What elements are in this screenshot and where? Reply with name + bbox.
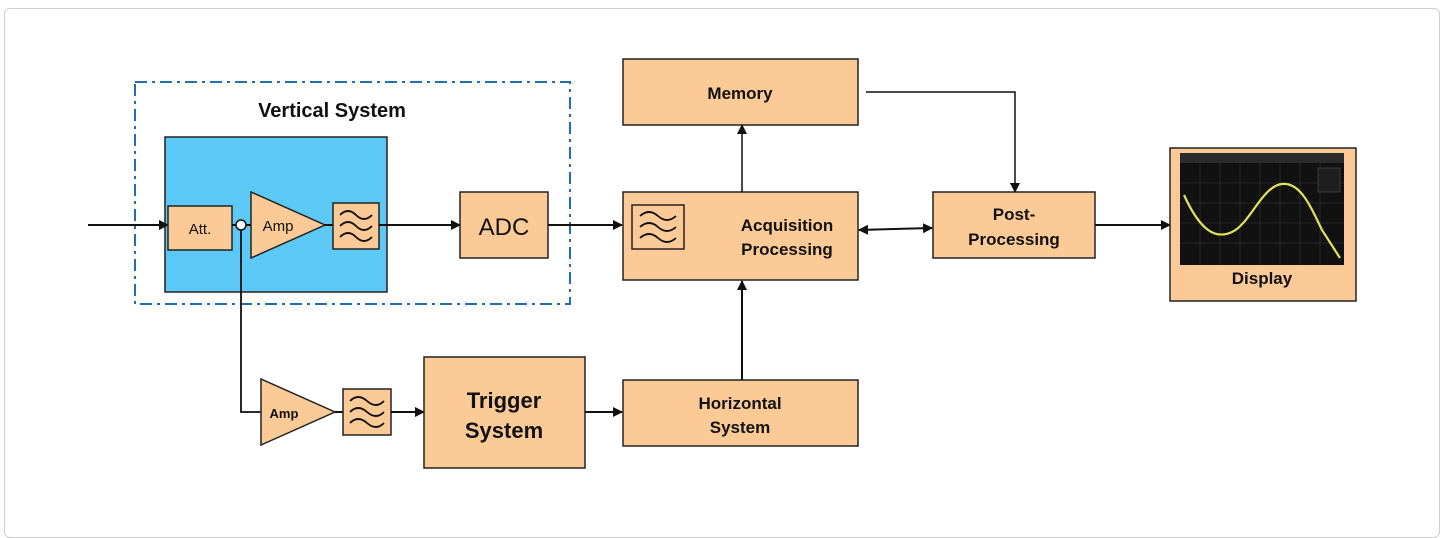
display-label: Display: [1232, 269, 1293, 288]
horizontal-label-line1: Horizontal: [698, 394, 781, 413]
post-processing-label-line1: Post-: [993, 205, 1036, 224]
horizontal-system-block: [622, 379, 859, 447]
adc-label: ADC: [479, 214, 530, 241]
trigger-amp-label: Amp: [270, 406, 299, 421]
vertical-system-outline: [134, 81, 571, 305]
attenuator-label: Att.: [189, 221, 212, 238]
oscilloscope-screen: [1180, 153, 1344, 265]
vertical-amp-triangle: [250, 190, 327, 260]
trigger-label-line1: Trigger: [467, 388, 542, 413]
acquisition-postprocessing-bidirectional-arrow: [858, 223, 933, 235]
acquisition-label-line2: Processing: [741, 240, 833, 259]
split-node: [235, 219, 247, 231]
vertical-amp-label: Amp: [263, 218, 294, 235]
vertical-filter-icon: [332, 202, 380, 250]
post-processing-label-line2: Processing: [968, 230, 1060, 249]
node-to-trigger-amp-line: [240, 230, 262, 413]
trigger-system-block: [423, 356, 586, 469]
memory-label: Memory: [707, 84, 773, 103]
trigger-filter-icon: [342, 388, 392, 436]
acquisition-label-line1: Acquisition: [741, 216, 834, 235]
oscilloscope-block-diagram: Vertical System Att. Amp ADC Memory Acqu…: [88, 58, 1357, 469]
memory-to-postprocessing-arrow: [866, 91, 1020, 193]
acquisition-filter-icon: [631, 204, 685, 250]
attenuator-block: [167, 205, 233, 251]
vertical-system-title: Vertical System: [258, 100, 406, 122]
memory-block: [622, 58, 859, 126]
trigger-amp-triangle: [260, 377, 337, 447]
trigger-label-line2: System: [465, 418, 543, 443]
adc-block: [459, 191, 549, 259]
horizontal-label-line2: System: [710, 418, 770, 437]
